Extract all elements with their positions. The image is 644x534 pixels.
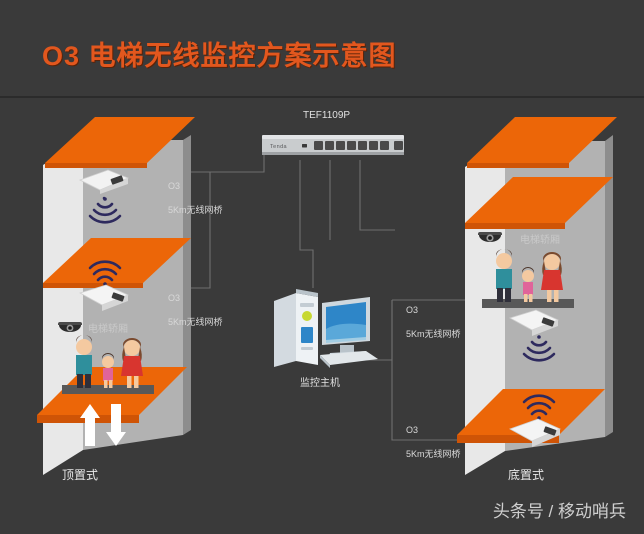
uplink-port (394, 141, 403, 150)
bridge-label-left-top: O3 5Km无线网桥 (168, 168, 223, 216)
right-slab-ceiling (467, 117, 617, 163)
tower-caption-right: 底置式 (508, 468, 545, 482)
left-slab-car-roof-edge (43, 283, 143, 288)
right-slab-ceiling-edge (467, 163, 569, 168)
left-slab-ceiling (45, 117, 195, 163)
cpe-left-car (78, 283, 132, 311)
person-woman-left (121, 338, 143, 388)
bridge-label-left-top-line1: O3 (168, 181, 181, 191)
people-right (482, 249, 574, 308)
left-slab-car-roof (43, 238, 191, 283)
bridge-label-right-bottom-line2: 5Km无线网桥 (406, 449, 461, 459)
link-switch-to-host (299, 160, 314, 288)
wifi-right-car (522, 335, 556, 362)
camera-right (478, 232, 502, 242)
direction-arrows-left (80, 404, 126, 446)
right-shaft-edge (605, 135, 613, 437)
car-label-right: 电梯轿厢 (520, 235, 560, 246)
host-label: 监控主机 (300, 378, 340, 389)
right-slab-car-roof-edge (465, 223, 565, 229)
person-child-right (522, 267, 534, 302)
bridge-label-right-car-line1: O3 (406, 305, 419, 315)
people-left (62, 335, 154, 394)
car-label-left: 电梯轿厢 (88, 324, 128, 335)
tower-caption-left: 顶置式 (62, 468, 99, 482)
header-divider (0, 96, 644, 98)
camera-left (58, 322, 82, 332)
switch-model-label: TEF1109P (303, 110, 351, 121)
right-slab-car-roof (465, 177, 613, 223)
person-woman-right (541, 252, 563, 302)
wifi-right-bottom (522, 394, 556, 420)
page-title: O3 电梯无线监控方案示意图 (42, 41, 397, 71)
monitoring-host[interactable] (270, 283, 380, 371)
right-slab-pit (457, 389, 605, 435)
left-slab-ceiling-edge (45, 163, 147, 168)
left-shaft-edge (183, 135, 191, 435)
bridge-label-left-top-line2: 5Km无线网桥 (168, 205, 223, 215)
bridge-label-left-car: O3 5Km无线网桥 (168, 280, 223, 328)
bridge-label-right-car: O3 5Km无线网桥 (406, 292, 461, 340)
link-switch-port-c (359, 160, 395, 231)
poe-switch[interactable]: Tenda (262, 133, 404, 159)
cpe-right-bottom (508, 417, 564, 447)
person-child-left (102, 353, 114, 388)
bridge-label-right-bottom-line1: O3 (406, 425, 419, 435)
svg-text:Tenda: Tenda (270, 144, 288, 150)
person-man-right (496, 249, 512, 302)
cpe-right-car (508, 308, 562, 336)
wifi-left-car (88, 260, 122, 286)
arrow-down-icon (106, 404, 126, 446)
cpe-left-top (78, 168, 130, 194)
bridge-label-right-car-line2: 5Km无线网桥 (406, 329, 461, 339)
arrow-up-icon (80, 404, 100, 446)
bridge-label-left-car-line1: O3 (168, 293, 181, 303)
bridge-label-right-bottom: O3 5Km无线网桥 (406, 412, 461, 460)
bridge-label-left-car-line2: 5Km无线网桥 (168, 317, 223, 327)
person-man-left (76, 335, 92, 388)
wifi-left-top (88, 196, 122, 224)
watermark: 头条号 / 移动哨兵 (492, 502, 626, 521)
